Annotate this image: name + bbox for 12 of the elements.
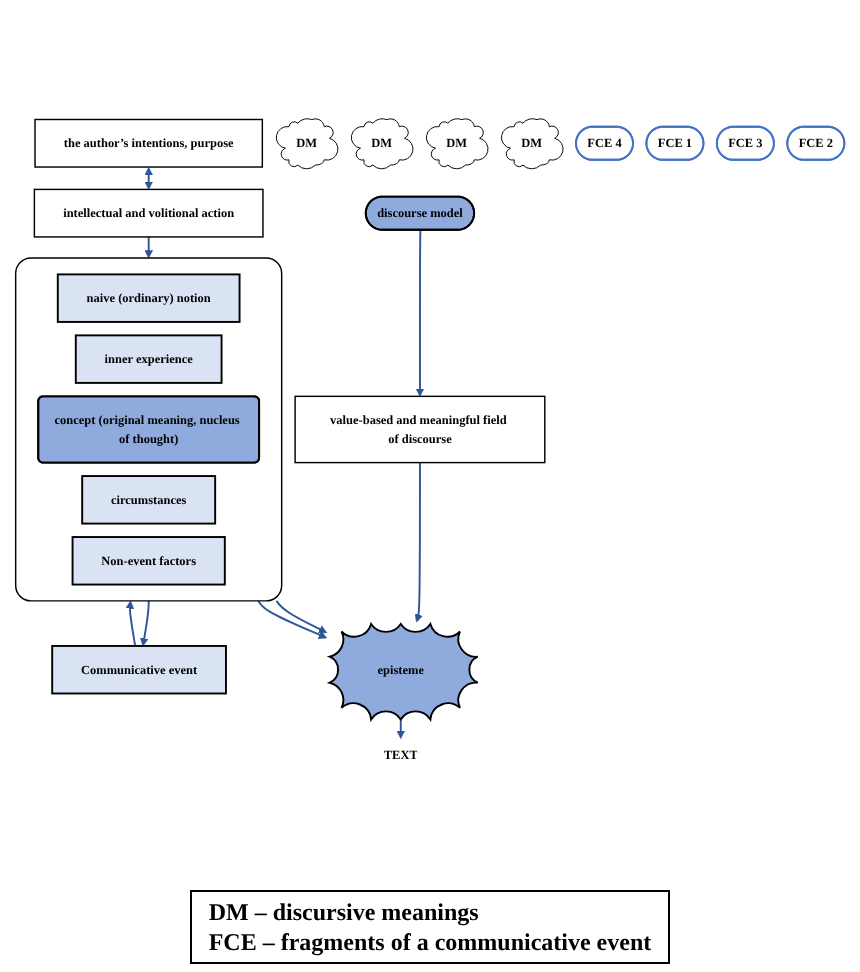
legend-note: DM – discursive meanings	[208, 898, 481, 928]
cluster	[14, 257, 283, 602]
arrow	[257, 599, 328, 639]
arrow	[144, 236, 153, 259]
arrow	[125, 600, 137, 647]
arrow	[140, 599, 150, 647]
arrow	[414, 461, 423, 623]
arrow	[415, 229, 425, 397]
arrow	[144, 167, 153, 190]
arrow	[275, 599, 328, 634]
legend-note: FCE – fragments of a communicative event	[208, 927, 652, 956]
arrow	[396, 716, 405, 739]
